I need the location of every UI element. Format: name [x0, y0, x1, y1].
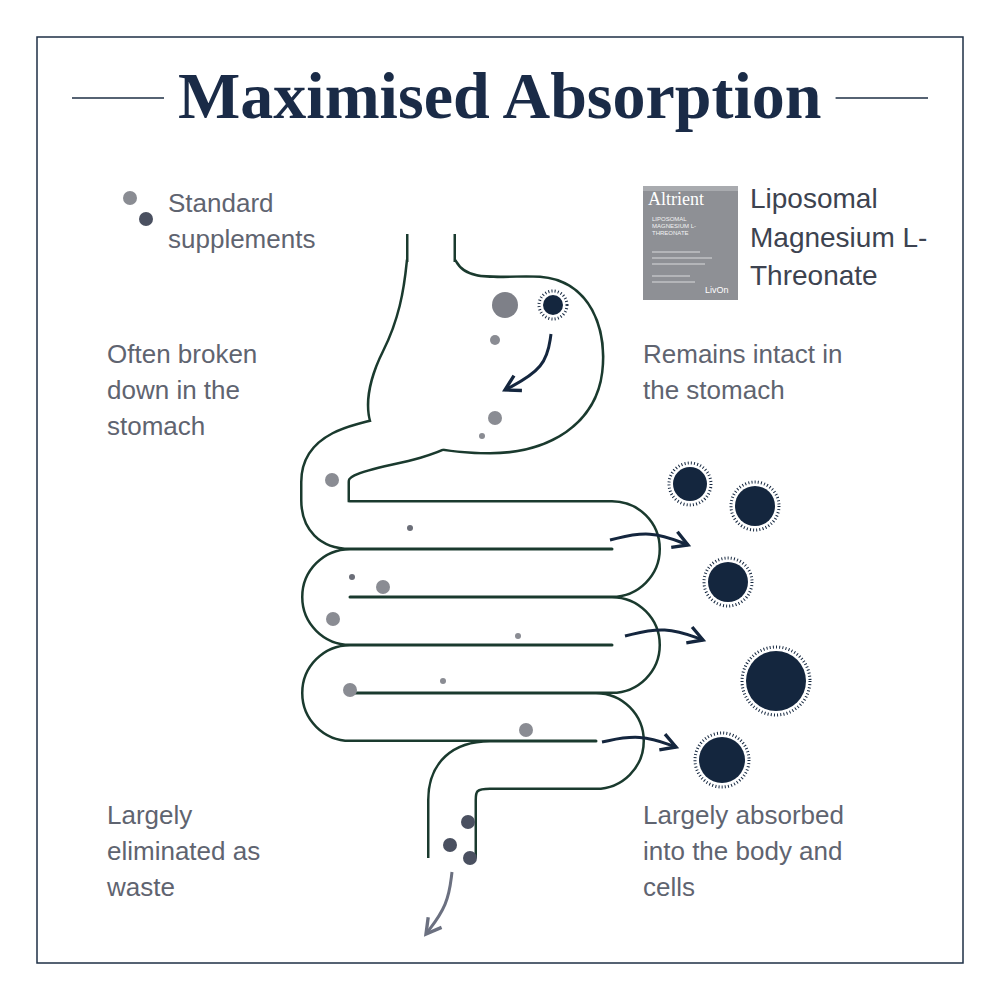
supplement-dot [325, 473, 339, 487]
supplement-dot [490, 335, 500, 345]
supplement-dot [139, 212, 153, 226]
gut-inside [325, 232, 636, 862]
supplement-dot [515, 633, 521, 639]
callout-text: Remains intact in the stomach [643, 337, 843, 409]
supplement-dot [376, 580, 390, 594]
title-rule [72, 97, 164, 99]
supplement-dot [407, 525, 413, 531]
supplement-dot [349, 574, 355, 580]
flow-arrow [610, 534, 688, 545]
liposome [731, 482, 779, 530]
title-rule [836, 97, 928, 99]
liposome [669, 463, 711, 505]
gut-outline [325, 232, 636, 862]
pack-line [652, 258, 712, 259]
frame [37, 37, 963, 963]
title: Maximised Absorption [178, 58, 822, 134]
pack-line [652, 264, 705, 265]
liposome [742, 647, 810, 715]
liposome [539, 291, 567, 319]
supplement-dot [461, 815, 475, 829]
flow-arrow [625, 630, 703, 640]
supplement-dot [479, 433, 485, 439]
stomach-inside [369, 262, 602, 452]
flow-arrow [505, 334, 551, 390]
product-pack [643, 186, 738, 300]
supplement-dot [440, 678, 446, 684]
brand-name: Altrient [648, 190, 734, 210]
liposome [695, 733, 749, 787]
flow-arrow [602, 737, 676, 747]
waste-arrow [426, 872, 452, 934]
callout-text: Largely absorbed into the body and cells [643, 798, 849, 906]
pack-logo: LivOn [705, 286, 737, 296]
stomach-outline [369, 262, 602, 452]
pack-body [643, 186, 738, 300]
pack-line [652, 252, 700, 253]
supplement-dot [343, 683, 357, 697]
pack-line [652, 282, 695, 283]
pack-text: LIPOSOMAL MAGNESIUM L-THREONATE [652, 216, 712, 237]
supplement-dot [519, 723, 533, 737]
supplement-dot [326, 612, 340, 626]
digestive-tract [325, 226, 636, 866]
supplement-dot [463, 851, 477, 865]
gut-opening [404, 226, 458, 234]
callout-text: Largely eliminated as waste [107, 798, 267, 906]
callout-text: Often broken down in the stomach [107, 337, 285, 445]
supplement-dot [488, 411, 502, 425]
pack-line [652, 276, 690, 277]
supplement-dot [492, 292, 518, 318]
legend-text: Liposomal Magnesium L-Threonate [750, 180, 955, 296]
supplement-dot [123, 191, 137, 205]
legend-text: Standard supplements [168, 186, 343, 258]
liposome [704, 558, 752, 606]
supplement-dot [443, 838, 457, 852]
